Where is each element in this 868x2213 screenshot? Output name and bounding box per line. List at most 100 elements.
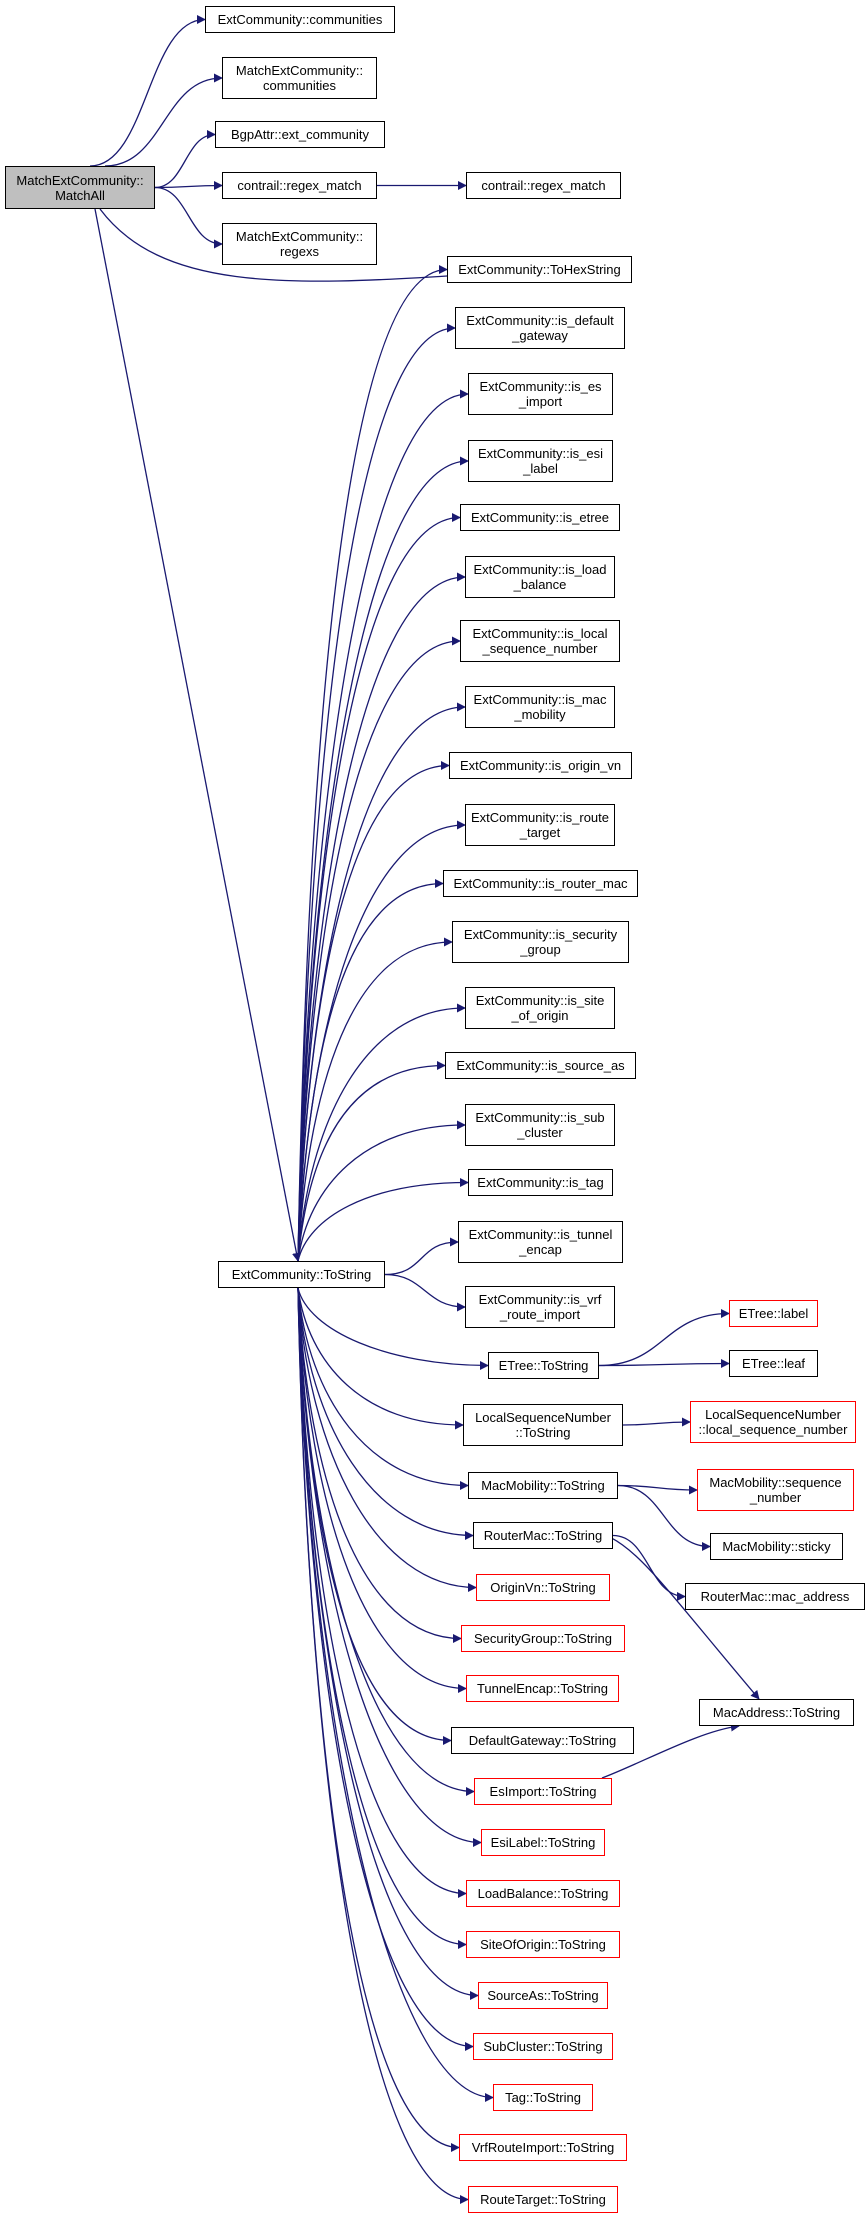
edge-tostring-to-vrfrouteimport <box>297 1287 460 2152</box>
edge-tostring-to-is-source-as <box>297 1061 446 1262</box>
graph-node-is-tag[interactable]: ExtCommunity::is_tag <box>468 1169 613 1196</box>
edge-tostring-to-loadbalance <box>297 1287 467 1898</box>
edge-tostring-to-is-etree <box>297 513 461 1262</box>
node-label-line: regexs <box>279 244 320 259</box>
node-label-line: ETree::label <box>738 1306 809 1321</box>
node-label-line: ExtCommunity::is_load <box>473 562 607 577</box>
graph-node-tunnelencap[interactable]: TunnelEncap::ToString <box>466 1675 619 1702</box>
graph-node-etree-leaf[interactable]: ETree::leaf <box>729 1350 818 1377</box>
graph-node-is-load-balance[interactable]: ExtCommunity::is_load_balance <box>465 556 615 598</box>
graph-node-sourceas[interactable]: SourceAs::ToString <box>478 1982 608 2009</box>
node-label-line: ETree::leaf <box>741 1356 806 1371</box>
node-label-line: MacMobility::ToString <box>481 1478 605 1493</box>
graph-node-routetarget[interactable]: RouteTarget::ToString <box>468 2186 618 2213</box>
graph-node-is-router-mac[interactable]: ExtCommunity::is_router_mac <box>443 870 638 897</box>
node-label-line: communities <box>263 78 336 93</box>
node-label-line: _target <box>519 825 561 840</box>
node-label-line: ExtCommunity::is_site <box>475 993 605 1008</box>
node-label-line: _mobility <box>514 707 566 722</box>
node-label-line: TunnelEncap::ToString <box>476 1681 609 1696</box>
graph-node-mm-sticky[interactable]: MacMobility::sticky <box>710 1533 843 1560</box>
graph-node-loadbalance[interactable]: LoadBalance::ToString <box>466 1880 620 1907</box>
graph-node-is-route-target[interactable]: ExtCommunity::is_route_target <box>465 804 615 846</box>
node-label-line: ExtCommunity::is_tunnel <box>468 1227 613 1242</box>
graph-node-mm-tostring[interactable]: MacMobility::ToString <box>468 1472 618 1499</box>
edge-rm-tostring-to-rm-macaddr <box>612 1534 686 1601</box>
node-label-line: ExtCommunity::is_es <box>479 379 602 394</box>
graph-node-subcluster[interactable]: SubCluster::ToString <box>473 2033 613 2060</box>
graph-node-rm-macaddr[interactable]: RouterMac::mac_address <box>685 1583 865 1610</box>
node-label-line: ExtCommunity::is_etree <box>471 510 609 525</box>
edge-etree-tostring-to-etree-leaf <box>598 1359 730 1369</box>
node-label-line: ExtCommunity::is_security <box>463 927 618 942</box>
graph-node-is-tunnel-encap[interactable]: ExtCommunity::is_tunnel_encap <box>458 1221 623 1263</box>
edge-tostring-to-is-mac-mobility <box>297 702 466 1262</box>
graph-node-esimport[interactable]: EsImport::ToString <box>474 1778 612 1805</box>
graph-node-is-es-import[interactable]: ExtCommunity::is_es_import <box>468 373 613 415</box>
node-label-line: _route_import <box>499 1307 581 1322</box>
node-label-line: ExtCommunity::is_mac <box>473 692 607 707</box>
edge-root-to-ext-community <box>154 130 216 189</box>
edge-root-to-mec-communities <box>104 73 223 167</box>
node-label-line: ExtCommunity::is_esi <box>478 446 603 461</box>
graph-node-tohex[interactable]: ExtCommunity::ToHexString <box>447 256 632 283</box>
graph-node-is-sub-cluster[interactable]: ExtCommunity::is_sub_cluster <box>465 1104 615 1146</box>
graph-node-is-mac-mobility[interactable]: ExtCommunity::is_mac_mobility <box>465 686 615 728</box>
node-label-line: contrail::regex_match <box>237 178 362 193</box>
graph-node-regex-match1[interactable]: contrail::regex_match <box>222 172 377 199</box>
edge-root-to-regexs <box>154 186 223 249</box>
graph-node-mm-seq[interactable]: MacMobility::sequence_number <box>697 1469 854 1511</box>
graph-node-siteoforigin[interactable]: SiteOfOrigin::ToString <box>466 1931 620 1958</box>
focus-node: MatchExtCommunity::MatchAll <box>5 166 155 209</box>
graph-node-esilabel[interactable]: EsiLabel::ToString <box>481 1829 605 1856</box>
graph-node-tostring[interactable]: ExtCommunity::ToString <box>218 1261 385 1288</box>
node-label-line: ::ToString <box>515 1425 571 1440</box>
graph-node-is-etree[interactable]: ExtCommunity::is_etree <box>460 504 620 531</box>
edge-mm-tostring-to-mm-sticky <box>617 1484 711 1551</box>
graph-node-is-origin-vn[interactable]: ExtCommunity::is_origin_vn <box>449 752 632 779</box>
graph-node-is-site-of-origin[interactable]: ExtCommunity::is_site_of_origin <box>465 987 615 1029</box>
graph-node-is-default-gateway[interactable]: ExtCommunity::is_default_gateway <box>455 307 625 349</box>
edge-mm-tostring-to-mm-seq <box>617 1484 698 1495</box>
edge-tostring-to-is-default-gateway <box>297 323 456 1262</box>
graph-node-lsn-lsn[interactable]: LocalSequenceNumber::local_sequence_numb… <box>690 1401 856 1443</box>
graph-node-etree-tostring[interactable]: ETree::ToString <box>488 1352 599 1379</box>
node-label-line: _label <box>523 461 558 476</box>
edge-lsn-tostring-to-lsn-lsn <box>622 1417 691 1427</box>
node-label-line: BgpAttr::ext_community <box>231 127 369 142</box>
graph-node-originvn[interactable]: OriginVn::ToString <box>476 1574 610 1601</box>
graph-node-etree-label[interactable]: ETree::label <box>729 1300 818 1327</box>
graph-node-ext-community[interactable]: BgpAttr::ext_community <box>215 121 385 148</box>
node-label-line: SourceAs::ToString <box>487 1988 599 2003</box>
graph-node-is-vrf-route-import[interactable]: ExtCommunity::is_vrf_route_import <box>465 1286 615 1328</box>
edge-tostring-to-subcluster <box>297 1287 474 2051</box>
graph-node-is-local-seq[interactable]: ExtCommunity::is_local_sequence_number <box>460 620 620 662</box>
node-label-line: ExtCommunity::ToString <box>231 1267 372 1282</box>
node-label-line: OriginVn::ToString <box>490 1580 596 1595</box>
graph-node-is-security-group[interactable]: ExtCommunity::is_security_group <box>452 921 629 963</box>
edge-tostring-to-tag <box>297 1287 494 2102</box>
graph-node-regex-match2[interactable]: contrail::regex_match <box>466 172 621 199</box>
edge-tostring-to-etree-tostring <box>297 1287 489 1370</box>
graph-node-is-esi-label[interactable]: ExtCommunity::is_esi_label <box>468 440 613 482</box>
node-label-line: ExtCommunity::ToHexString <box>458 262 621 277</box>
graph-node-regexs[interactable]: MatchExtCommunity::regexs <box>222 223 377 265</box>
graph-node-mec-communities[interactable]: MatchExtCommunity::communities <box>222 57 377 99</box>
graph-node-lsn-tostring[interactable]: LocalSequenceNumber::ToString <box>463 1404 623 1446</box>
graph-node-is-source-as[interactable]: ExtCommunity::is_source_as <box>445 1052 636 1079</box>
graph-node-vrfrouteimport[interactable]: VrfRouteImport::ToString <box>459 2134 627 2161</box>
graph-node-secgroup[interactable]: SecurityGroup::ToString <box>461 1625 625 1652</box>
node-label-line: _of_origin <box>511 1008 569 1023</box>
graph-node-rm-tostring[interactable]: RouterMac::ToString <box>473 1522 613 1549</box>
node-label-line: _cluster <box>517 1125 563 1140</box>
graph-node-defaultgw[interactable]: DefaultGateway::ToString <box>451 1727 634 1754</box>
graph-node-macaddr-tostring[interactable]: MacAddress::ToString <box>699 1699 854 1726</box>
node-label-line: SiteOfOrigin::ToString <box>480 1937 606 1952</box>
node-label-line: LoadBalance::ToString <box>477 1886 609 1901</box>
node-label-line: SecurityGroup::ToString <box>473 1631 612 1646</box>
graph-node-tag[interactable]: Tag::ToString <box>493 2084 593 2111</box>
node-label-line: _group <box>520 942 561 957</box>
edge-tostring-to-is-vrf-route-import <box>384 1273 466 1312</box>
graph-node-communities[interactable]: ExtCommunity::communities <box>205 6 395 33</box>
